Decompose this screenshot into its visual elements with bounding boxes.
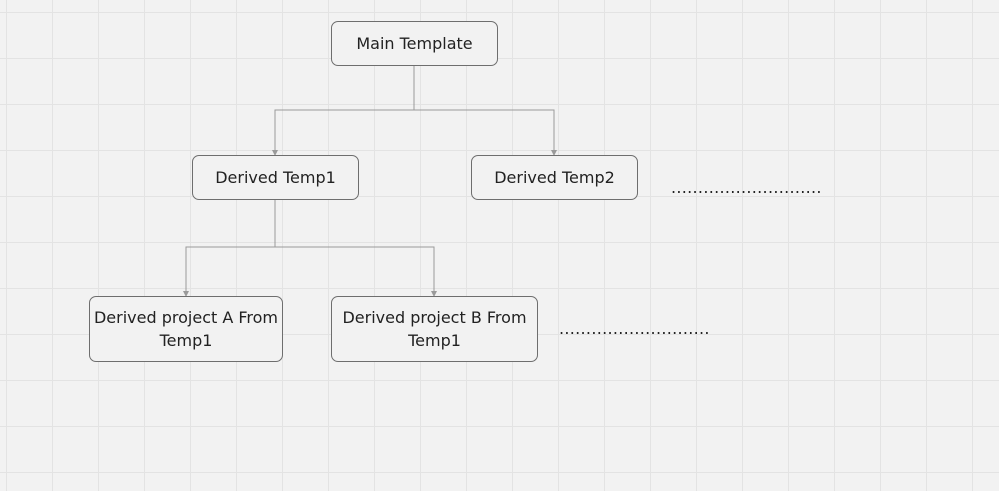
node-main-template[interactable]: Main Template [331, 21, 498, 66]
connector-temp1-to-project-b [275, 246, 437, 297]
continuation-dots-row3: ............................ [559, 319, 710, 338]
node-derived-temp2[interactable]: Derived Temp2 [471, 155, 638, 200]
continuation-dots-row2: ............................ [671, 178, 822, 197]
node-derived-project-a-label-line1: Derived project A From [93, 308, 279, 327]
connector-main-to-temp2 [414, 109, 557, 156]
node-derived-project-b[interactable]: Derived project B From Temp1 [331, 296, 538, 362]
connector-temp1-to-project-a [183, 200, 276, 297]
node-derived-temp1-label: Derived Temp1 [215, 168, 336, 187]
node-main-template-label: Main Template [356, 34, 473, 53]
node-derived-project-a[interactable]: Derived project A From Temp1 [89, 296, 283, 362]
node-derived-project-a-label-line2: Temp1 [159, 331, 213, 350]
node-derived-temp2-label: Derived Temp2 [494, 168, 615, 187]
connector-main-to-temp1 [272, 66, 415, 156]
node-derived-temp1[interactable]: Derived Temp1 [192, 155, 359, 200]
node-derived-project-b-label-line1: Derived project B From [342, 308, 527, 327]
node-derived-project-b-label-line2: Temp1 [408, 331, 461, 350]
